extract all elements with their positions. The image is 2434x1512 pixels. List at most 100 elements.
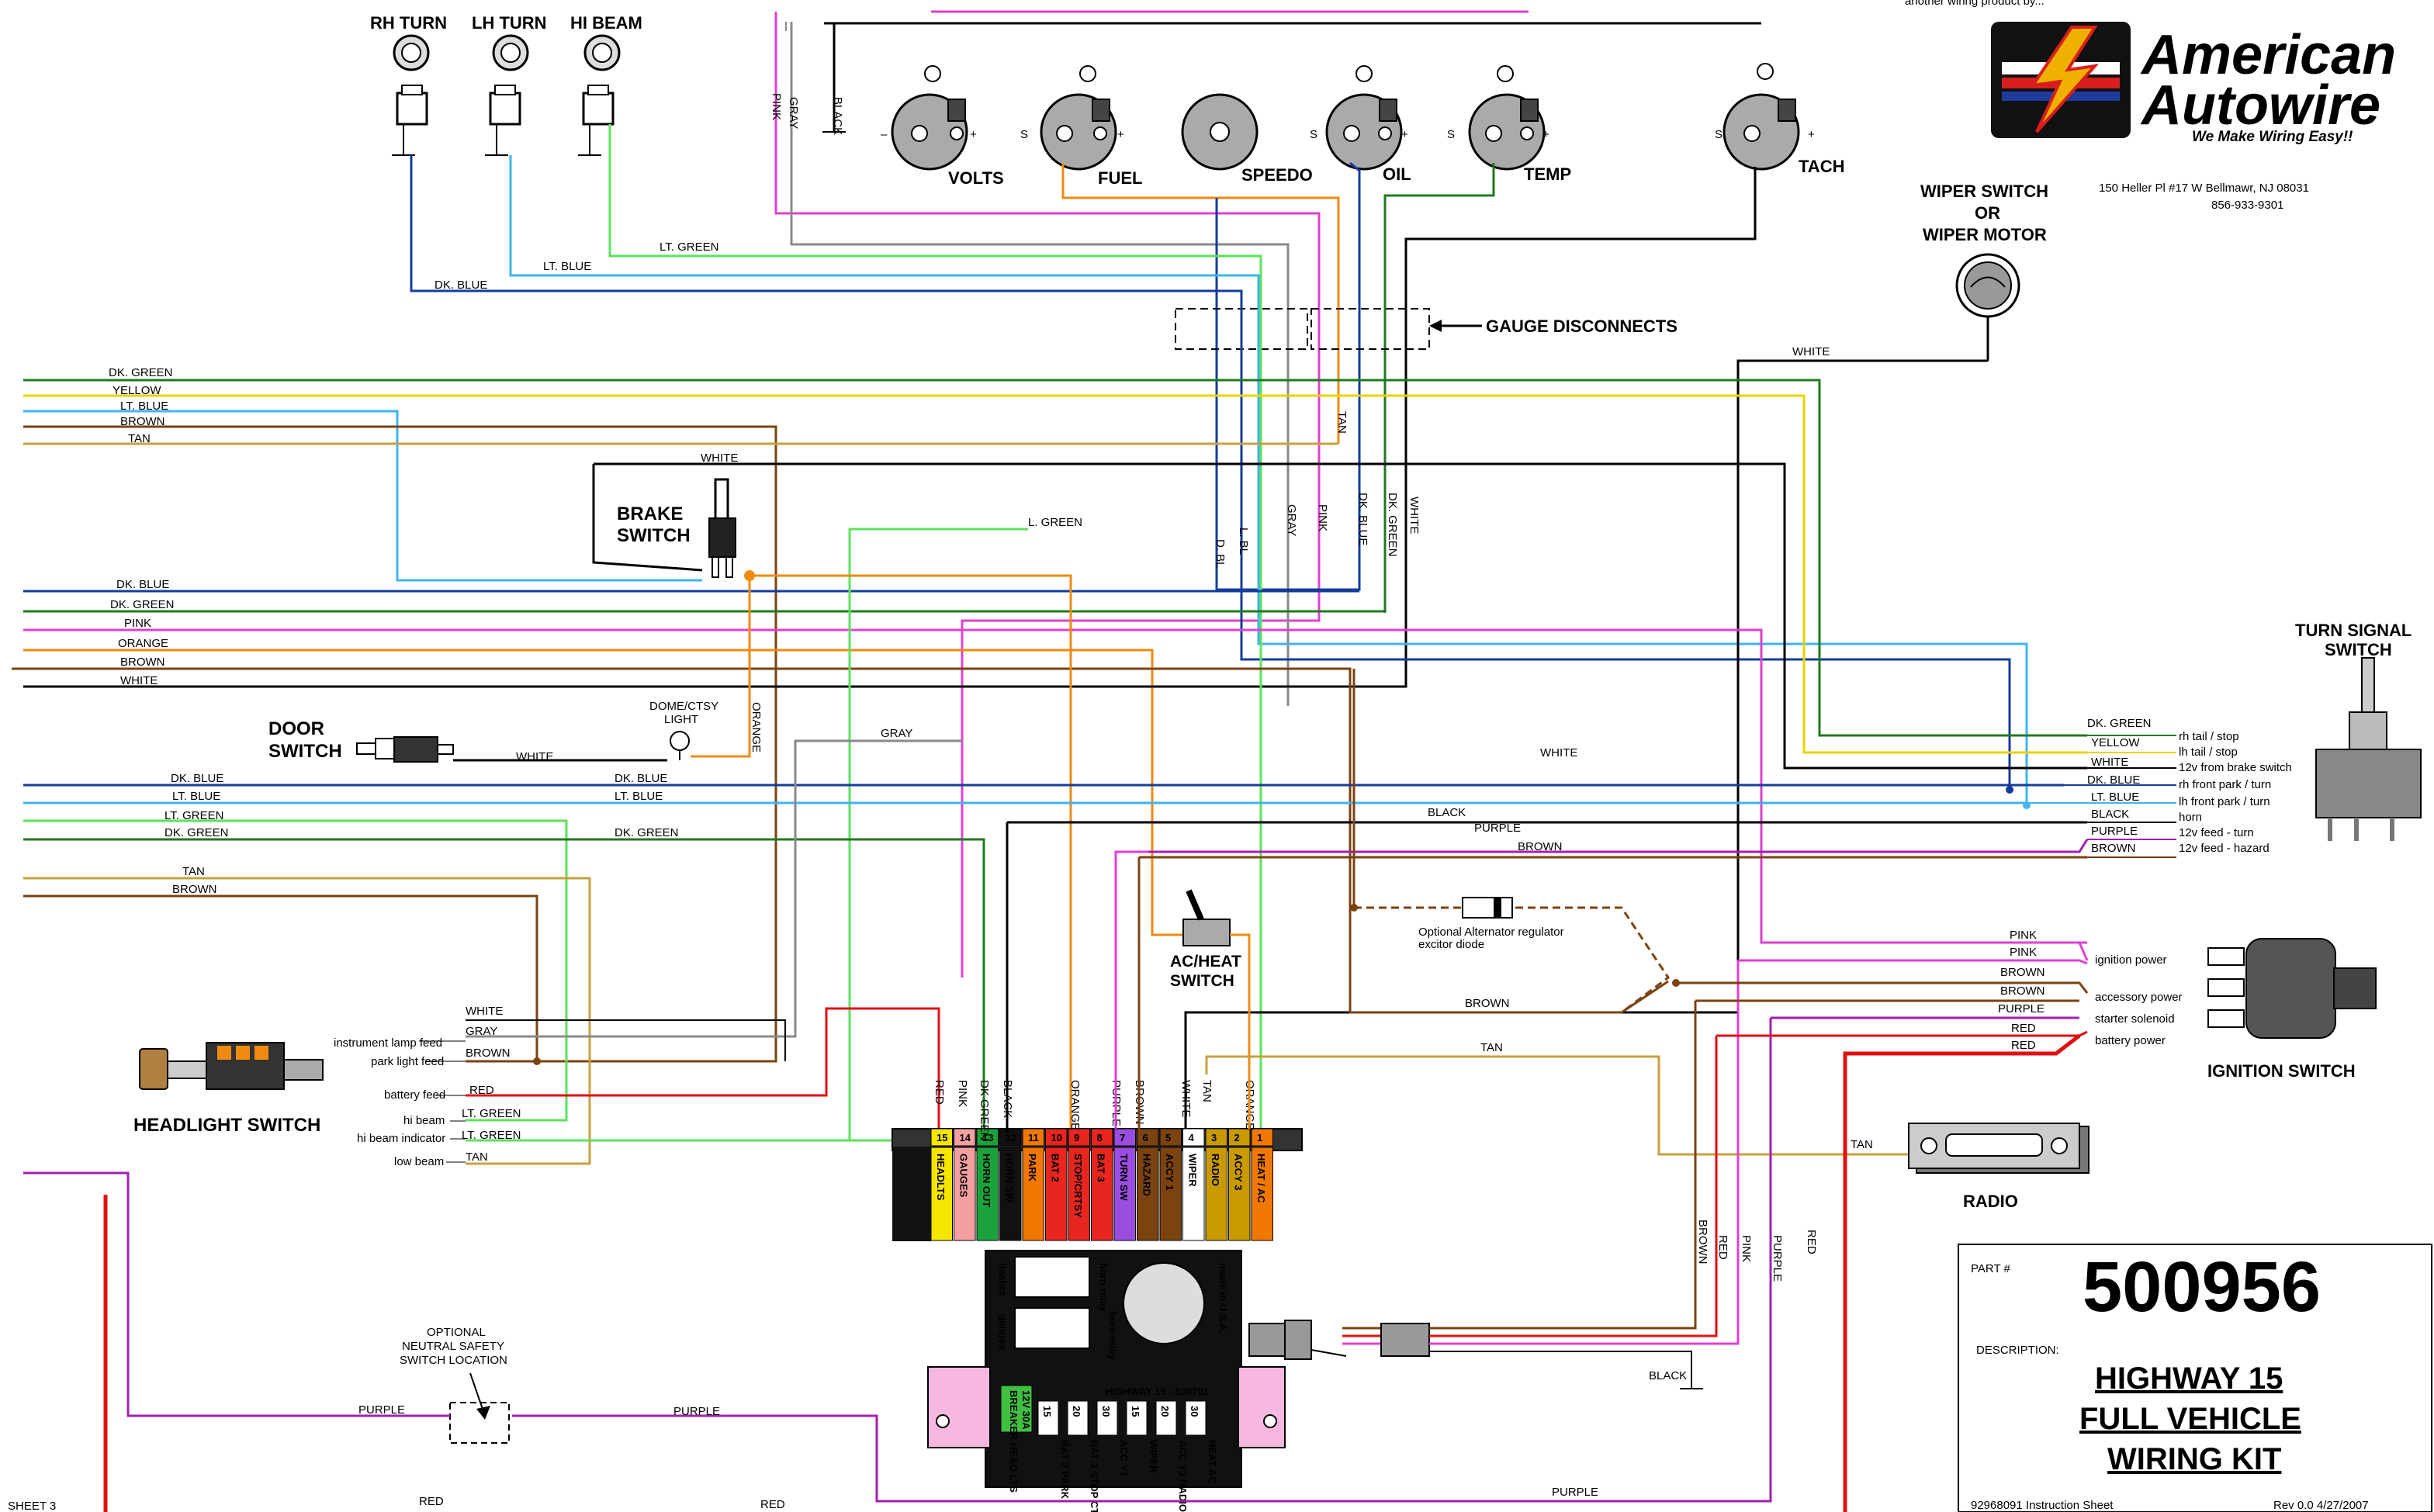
ignition-switch: IGNITION SWITCH ignition power accessory… [1998, 929, 2377, 1081]
rh-turn-lamp [392, 34, 430, 156]
fuse-number: 7 [1120, 1132, 1125, 1144]
fuse-panel-breaker: BREAKER HEAD LTS [1008, 1390, 1020, 1493]
ign-wire-red-2: RED [2011, 1039, 2036, 1052]
left-wire-white: WHITE [120, 674, 158, 687]
fuse-name: TURN SW [1118, 1154, 1130, 1201]
brand-phone: 856-933-9301 [2211, 199, 2283, 212]
fuse-name: RADIO [1210, 1154, 1221, 1186]
harness-connectors: BLACK [1248, 1320, 1738, 1389]
fuse-number: 2 [1234, 1132, 1240, 1144]
brand-name-1: American [2140, 24, 2396, 86]
speedo-gauge: SPEEDO [1181, 93, 1313, 185]
fuse-number: 4 [1189, 1132, 1195, 1144]
lh-turn-lamp [485, 34, 529, 156]
fuse-number: 13 [982, 1132, 993, 1144]
fuse-cell [976, 1147, 999, 1241]
fuse-number-cell [1182, 1128, 1205, 1147]
mini-fuse-value: 20 [1159, 1406, 1171, 1417]
wire-label-dk-blue-top: DK. BLUE [435, 279, 487, 292]
brand-name-2: Autowire [2140, 74, 2380, 137]
turn-signal-label-1: TURN SIGNAL [2295, 621, 2411, 640]
diode-label-2: excitor diode [1418, 938, 1484, 951]
fuse-name: PARK [1027, 1154, 1038, 1182]
fuse-cell [1251, 1147, 1273, 1241]
fuse-name: GAUGES [958, 1154, 970, 1198]
mini-fuse-label: BAT 3 STOP CTSY [1089, 1440, 1100, 1512]
ign-wire-pink-2: PINK [2010, 946, 2037, 959]
wire-label-brown-diode: BROWN [1465, 997, 1510, 1010]
fuse-name: HORN OUT [981, 1154, 992, 1207]
fuse-cell [930, 1147, 953, 1241]
lh-turn-label: LH TURN [472, 13, 547, 33]
temp-s: S [1447, 128, 1455, 141]
feed-battery: battery feed [384, 1088, 445, 1102]
neutral-label-1: OPTIONAL [427, 1326, 486, 1339]
ign-wire-brown-1: BROWN [2000, 966, 2045, 979]
ign-func-accessory: accessory power [2095, 991, 2183, 1004]
fuse-name: WIPER [1187, 1154, 1199, 1187]
lower-wire-dk-green-mid: DK. GREEN [615, 826, 679, 839]
feed-instrument-lamp: instrument lamp feed [334, 1036, 442, 1050]
fuse-cell [954, 1147, 976, 1241]
oil-plus: + [1401, 128, 1408, 141]
fuse-cell [1137, 1147, 1159, 1241]
ac-heat-label-2: SWITCH [1170, 972, 1234, 990]
feed-low-beam: low beam [394, 1155, 444, 1168]
lower-wire-brown: BROWN [172, 883, 217, 896]
temp-gauge: S + TEMP [1447, 65, 1571, 184]
gauge-disconnects: GAUGE DISCONNECTS [1175, 308, 1677, 350]
fuel-gauge: S + FUEL [1020, 65, 1142, 188]
hl-wire-brown: BROWN [466, 1047, 511, 1060]
fuse-number-cell [1091, 1128, 1113, 1147]
ts-func-12v-brake: 12v from brake switch [2179, 761, 2292, 774]
fuse-block-cap [892, 1147, 931, 1241]
fuel-s: S [1020, 128, 1028, 141]
mini-fuse-label: BAT 2 PARK [1059, 1440, 1071, 1500]
hl-wire-tan: TAN [466, 1150, 488, 1164]
part-number: 500956 [2083, 1247, 2321, 1327]
wire-label-gray-gauge: GRAY [787, 97, 800, 129]
left-wire-lt-blue: LT. BLUE [120, 400, 168, 413]
oil-s: S [1310, 128, 1317, 141]
indicator-lamps: RH TURN LH TURN HI BEAM [370, 13, 642, 156]
left-wire-yellow: YELLOW [113, 384, 161, 397]
mini-fuse-value: 30 [1189, 1406, 1200, 1417]
gauge-cluster: – + VOLTS S + FUEL SPEEDO S + OIL [774, 10, 1844, 977]
lower-wire-tan: TAN [182, 865, 205, 878]
fuse-number-cell [1159, 1128, 1182, 1147]
lower-wire-lt-blue: LT. BLUE [172, 790, 220, 803]
fuse-panel-relay4: horn relay [1107, 1311, 1119, 1361]
left-wire-dk-green: DK. GREEN [109, 366, 173, 379]
ts-wire-brown: BROWN [2091, 842, 2136, 855]
desc-line-3: WIRING KIT [2107, 1442, 2281, 1476]
fuse-name: ACCY 1 [1164, 1154, 1175, 1190]
left-lower-wire-labels: DK. BLUE LT. BLUE LT. GREEN DK. GREEN TA… [164, 772, 679, 896]
brand-block: another wiring product by... American Au… [1905, 0, 2396, 212]
ts-wire-white: WHITE [2091, 756, 2128, 769]
oil-gauge: S + OIL [1310, 65, 1411, 184]
fuse-name: HORN SW [1004, 1154, 1016, 1203]
wire-label-purple-bottom: PURPLE [1552, 1486, 1598, 1499]
left-wire-tan: TAN [128, 432, 151, 445]
lower-wire-lt-blue-mid: LT. BLUE [615, 790, 663, 803]
fuse-number: 14 [960, 1132, 971, 1144]
fuse-number-cell [1022, 1128, 1044, 1147]
fuse-cell [1113, 1147, 1136, 1241]
fuse-number-cell [999, 1128, 1022, 1147]
wiper-label-3: WIPER MOTOR [1923, 225, 2047, 244]
ign-func-ignition: ignition power [2095, 953, 2167, 967]
feed-hi-beam-indicator: hi beam indicator [357, 1132, 445, 1145]
wire-label-red-ign: RED [1805, 1230, 1818, 1254]
mini-fuse-value: 30 [1100, 1406, 1112, 1417]
fuse-cell [1022, 1147, 1044, 1241]
mini-fuse-value: 20 [1071, 1406, 1082, 1417]
feed-park-light: park light feed [371, 1055, 444, 1068]
rev-label: Rev 0.0 4/27/2007 [2273, 1499, 2369, 1512]
fuse-number-cell [976, 1128, 999, 1147]
fuse-cell [1205, 1147, 1227, 1241]
fuse-number-cell [1045, 1128, 1068, 1147]
door-switch: DOOR SWITCH [268, 718, 454, 763]
fuse-name: ACCY 3 [1233, 1154, 1245, 1190]
